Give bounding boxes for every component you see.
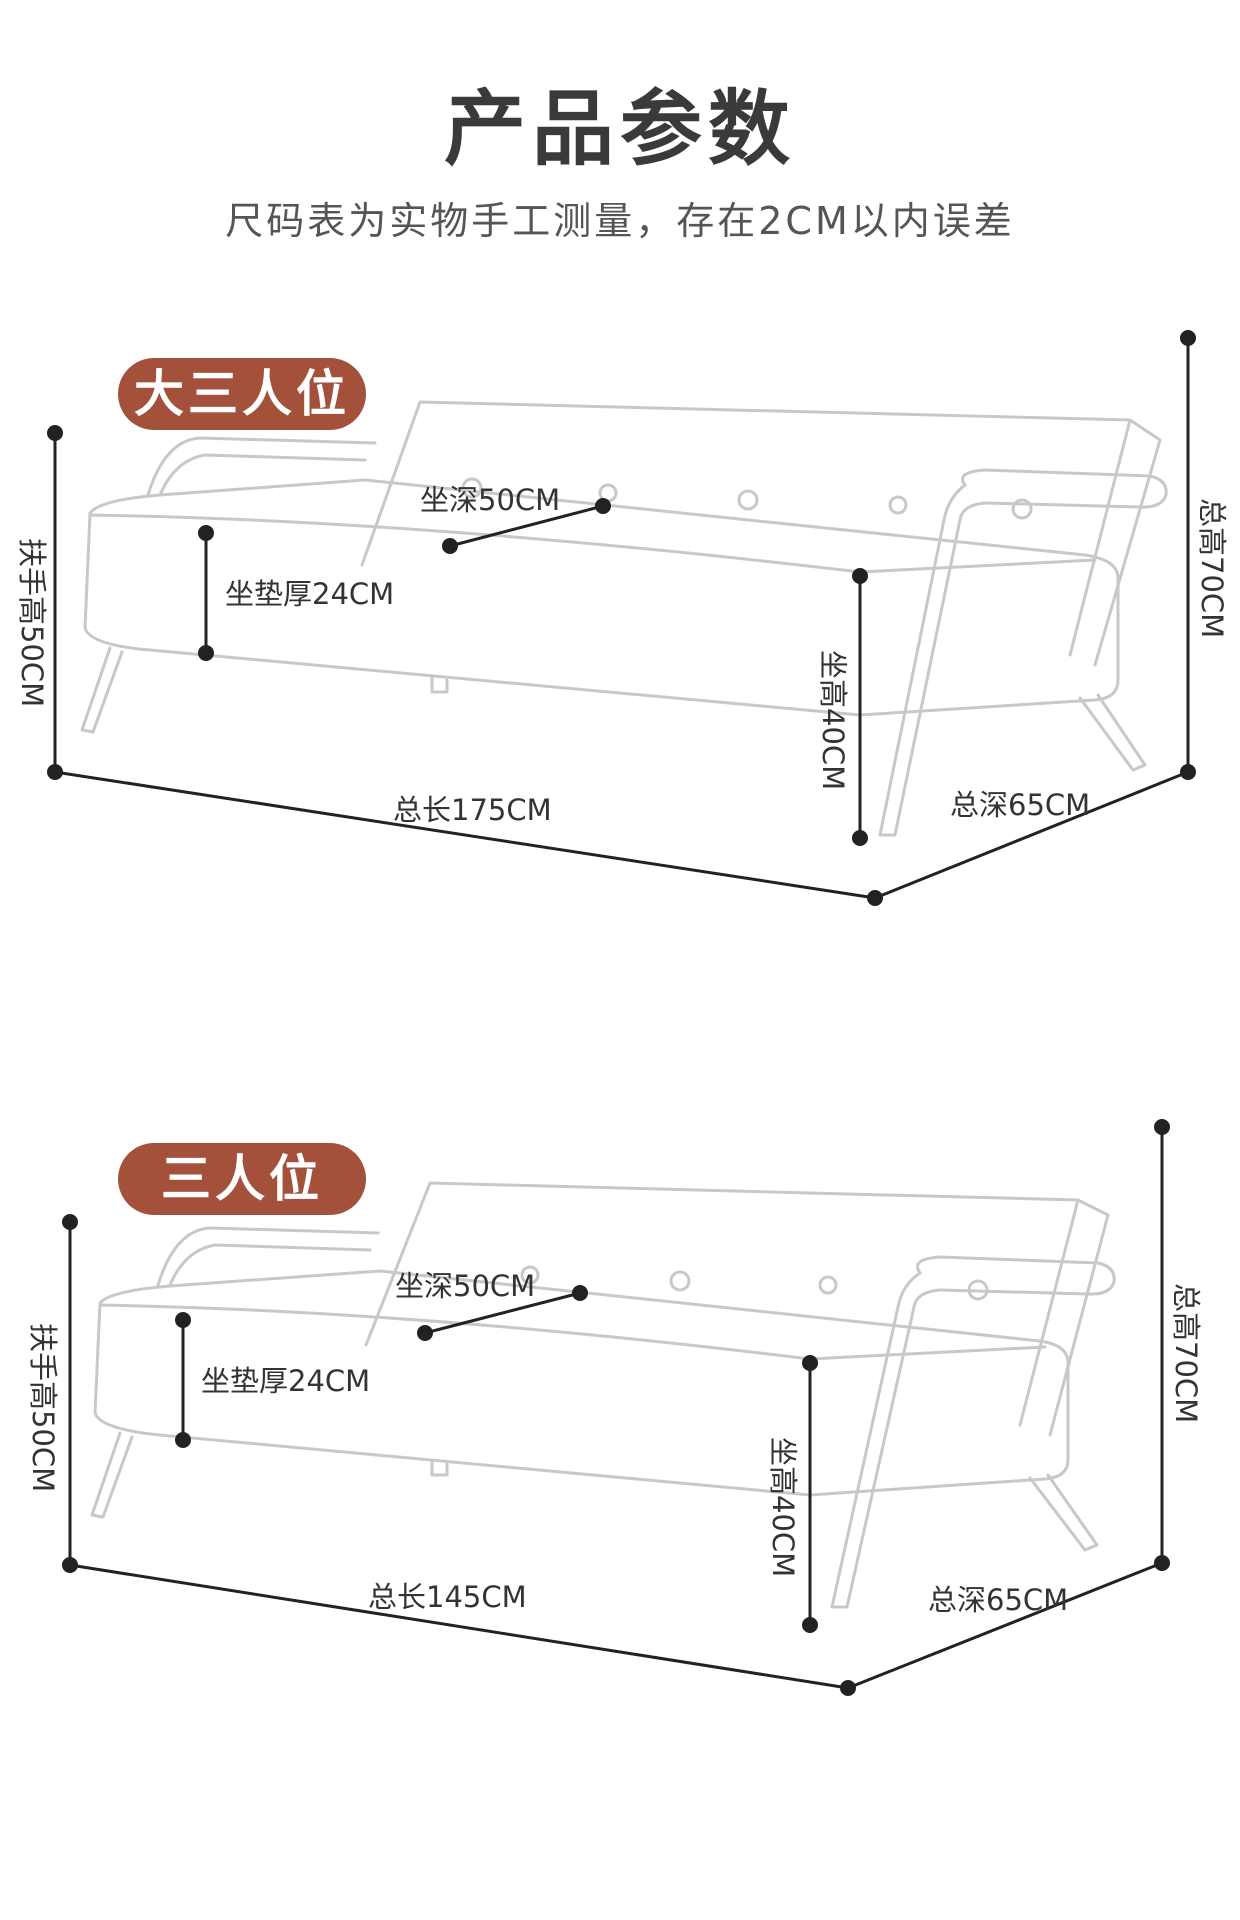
size-section-three-seat: 三人位: [0, 1095, 1240, 1875]
total-depth-label: 总深65CM: [928, 1583, 1068, 1617]
cushion-thickness-label: 坐垫厚24CM: [225, 577, 394, 611]
dimension-lines: [62, 1119, 1170, 1696]
armrest-height-label: 扶手高50CM: [15, 538, 49, 707]
sofa-dimension-drawing: 坐深50CM 坐垫厚24CM 扶手高50CM 坐高40CM 总高70CM 总长1…: [15, 330, 1229, 906]
cushion-thickness-label: 坐垫厚24CM: [201, 1364, 370, 1398]
dimension-labels: 坐深50CM 坐垫厚24CM 扶手高50CM 坐高40CM 总高70CM 总长1…: [26, 1269, 1203, 1617]
sofa-outline: [90, 1181, 1116, 1609]
sofa-dimension-drawing: 坐深50CM 坐垫厚24CM 扶手高50CM 坐高40CM 总高70CM 总长1…: [26, 1119, 1203, 1696]
page-subtitle: 尺码表为实物手工测量，存在2CM以内误差: [225, 199, 1015, 243]
dimension-lines: [47, 330, 1196, 906]
armrest-height-label: 扶手高50CM: [26, 1323, 60, 1492]
size-badge: 大三人位: [118, 358, 366, 430]
size-badge: 三人位: [118, 1143, 366, 1215]
sofa-outline: [80, 400, 1168, 837]
total-height-label: 总高70CM: [1169, 1283, 1203, 1423]
total-depth-label: 总深65CM: [950, 788, 1090, 822]
seat-height-label: 坐高40CM: [816, 650, 850, 790]
total-length-label: 总长145CM: [368, 1580, 527, 1614]
total-length-label: 总长175CM: [393, 793, 552, 827]
dimension-labels: 坐深50CM 坐垫厚24CM 扶手高50CM 坐高40CM 总高70CM 总长1…: [15, 483, 1229, 827]
seat-depth-label: 坐深50CM: [395, 1269, 535, 1303]
total-height-label: 总高70CM: [1195, 498, 1229, 638]
seat-depth-label: 坐深50CM: [420, 483, 560, 517]
size-section-large-three-seat: 大三人位: [0, 310, 1240, 1090]
page-title: 产品参数: [443, 82, 796, 177]
seat-height-label: 坐高40CM: [766, 1437, 800, 1577]
